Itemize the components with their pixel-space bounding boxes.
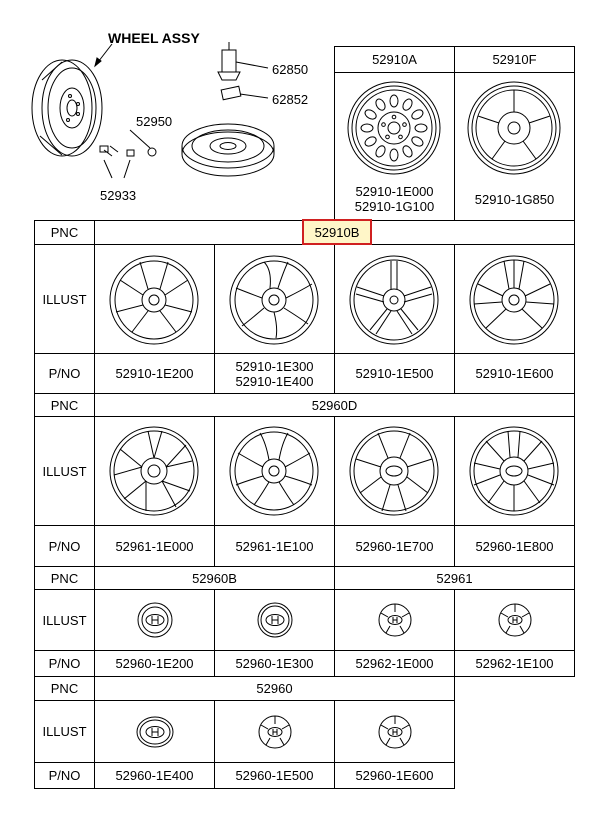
vent-hole <box>364 109 377 120</box>
wheel-cover-icon <box>469 426 559 516</box>
pno-52910-1e600: 52910-1E600 <box>475 366 554 381</box>
pno-52960-1e700: 52960-1E700 <box>355 538 434 554</box>
pnc-52960: 52960 <box>256 681 293 696</box>
pno-52962-1e000: 52962-1E000 <box>355 656 434 671</box>
pno-line: 52910-1E300 <box>235 358 314 374</box>
pno-line: 52910-1E400 <box>235 373 314 389</box>
label-illust: ILLUST <box>42 612 87 628</box>
pnc-52961: 52961 <box>436 570 473 586</box>
pno-52960-1e800: 52960-1E800 <box>475 538 554 554</box>
steel-wheel-icon <box>347 81 441 175</box>
label-illust: ILLUST <box>42 724 87 739</box>
center-cap-icon <box>498 603 532 637</box>
center-cap-icon <box>378 715 412 749</box>
wheel-cover-icon <box>349 426 439 516</box>
vent-hole <box>411 136 424 147</box>
vent-hole <box>375 145 386 158</box>
center-cap-icon <box>257 602 293 638</box>
pnc-52960d: 52960D <box>311 397 358 413</box>
pno-52910-1e200: 52910-1E200 <box>115 366 194 381</box>
pnc-52910b-highlighted[interactable]: 52910B <box>302 219 372 245</box>
label-illust: ILLUST <box>42 463 87 479</box>
label-pno: P/NO <box>48 656 81 671</box>
pno-52960-1e400: 52960-1E400 <box>115 768 194 783</box>
vent-hole <box>360 123 374 133</box>
pno-52910f: 52910-1G850 <box>474 191 555 207</box>
alloy-wheel-icon <box>109 255 199 345</box>
callout-62850: 62850 <box>272 62 309 77</box>
pno-52910-1g100: 52910-1G100 <box>354 199 435 214</box>
steel-wheel-icon <box>467 81 561 175</box>
vent-hole <box>389 148 399 162</box>
pno-52961-1e000: 52961-1E000 <box>115 538 194 554</box>
pnc-52910f: 52910F <box>492 52 537 67</box>
vent-hole <box>375 98 386 111</box>
pno-52962-1e100: 52962-1E100 <box>475 656 554 671</box>
vent-hole <box>402 98 413 111</box>
pno-52960-1e600: 52960-1E600 <box>355 768 434 783</box>
assembly-title: WHEEL ASSY <box>108 30 200 46</box>
pno-52910-1e000: 52910-1E000 <box>355 184 434 199</box>
label-illust: ILLUST <box>42 291 87 307</box>
label-pnc: PNC <box>50 397 79 413</box>
center-cap-icon <box>378 603 412 637</box>
center-cap-icon <box>137 602 173 638</box>
lug-hole <box>391 114 397 120</box>
pno-52910-1e500: 52910-1E500 <box>355 366 434 381</box>
lug-hole <box>381 122 386 127</box>
alloy-wheel-icon <box>229 426 319 516</box>
callout-52933: 52933 <box>100 188 137 203</box>
label-pnc: PNC <box>50 570 79 586</box>
label-pnc: PNC <box>50 225 79 240</box>
lug-hole <box>385 134 390 140</box>
alloy-wheel-icon <box>349 255 439 345</box>
pno-52910a: 52910-1E000 52910-1G100 <box>335 180 454 218</box>
vent-hole <box>414 123 428 133</box>
callout-62852: 62852 <box>272 92 309 107</box>
pnc-52960b: 52960B <box>192 570 237 586</box>
pno-52960-1e500: 52960-1E500 <box>235 768 314 783</box>
pnc-52910a: 52910A <box>372 52 417 67</box>
lug-hole <box>398 134 403 140</box>
vent-hole <box>411 109 424 120</box>
pno-52960-1e200: 52960-1E200 <box>115 656 194 671</box>
exploded-view <box>31 42 275 179</box>
center-cap-icon <box>258 715 292 749</box>
vent-hole <box>364 136 377 147</box>
vent-hole <box>402 145 413 158</box>
steel-wheel-side-icon <box>31 59 103 157</box>
callout-52950: 52950 <box>136 114 173 129</box>
label-pnc: PNC <box>50 681 79 696</box>
spare-wheel-icon <box>181 123 275 177</box>
label-pno: P/NO <box>48 538 81 554</box>
alloy-wheel-icon <box>229 255 319 345</box>
center-cap-icon <box>136 716 174 748</box>
pno-52961-1e100: 52961-1E100 <box>235 538 314 554</box>
pno-52960-1e300: 52960-1E300 <box>235 656 314 671</box>
vent-hole <box>389 94 399 108</box>
alloy-wheel-icon <box>469 255 559 345</box>
wheel-cover-icon <box>109 426 199 516</box>
lug-hole <box>402 122 407 127</box>
label-pno: P/NO <box>48 768 81 783</box>
label-pno: P/NO <box>48 366 81 381</box>
